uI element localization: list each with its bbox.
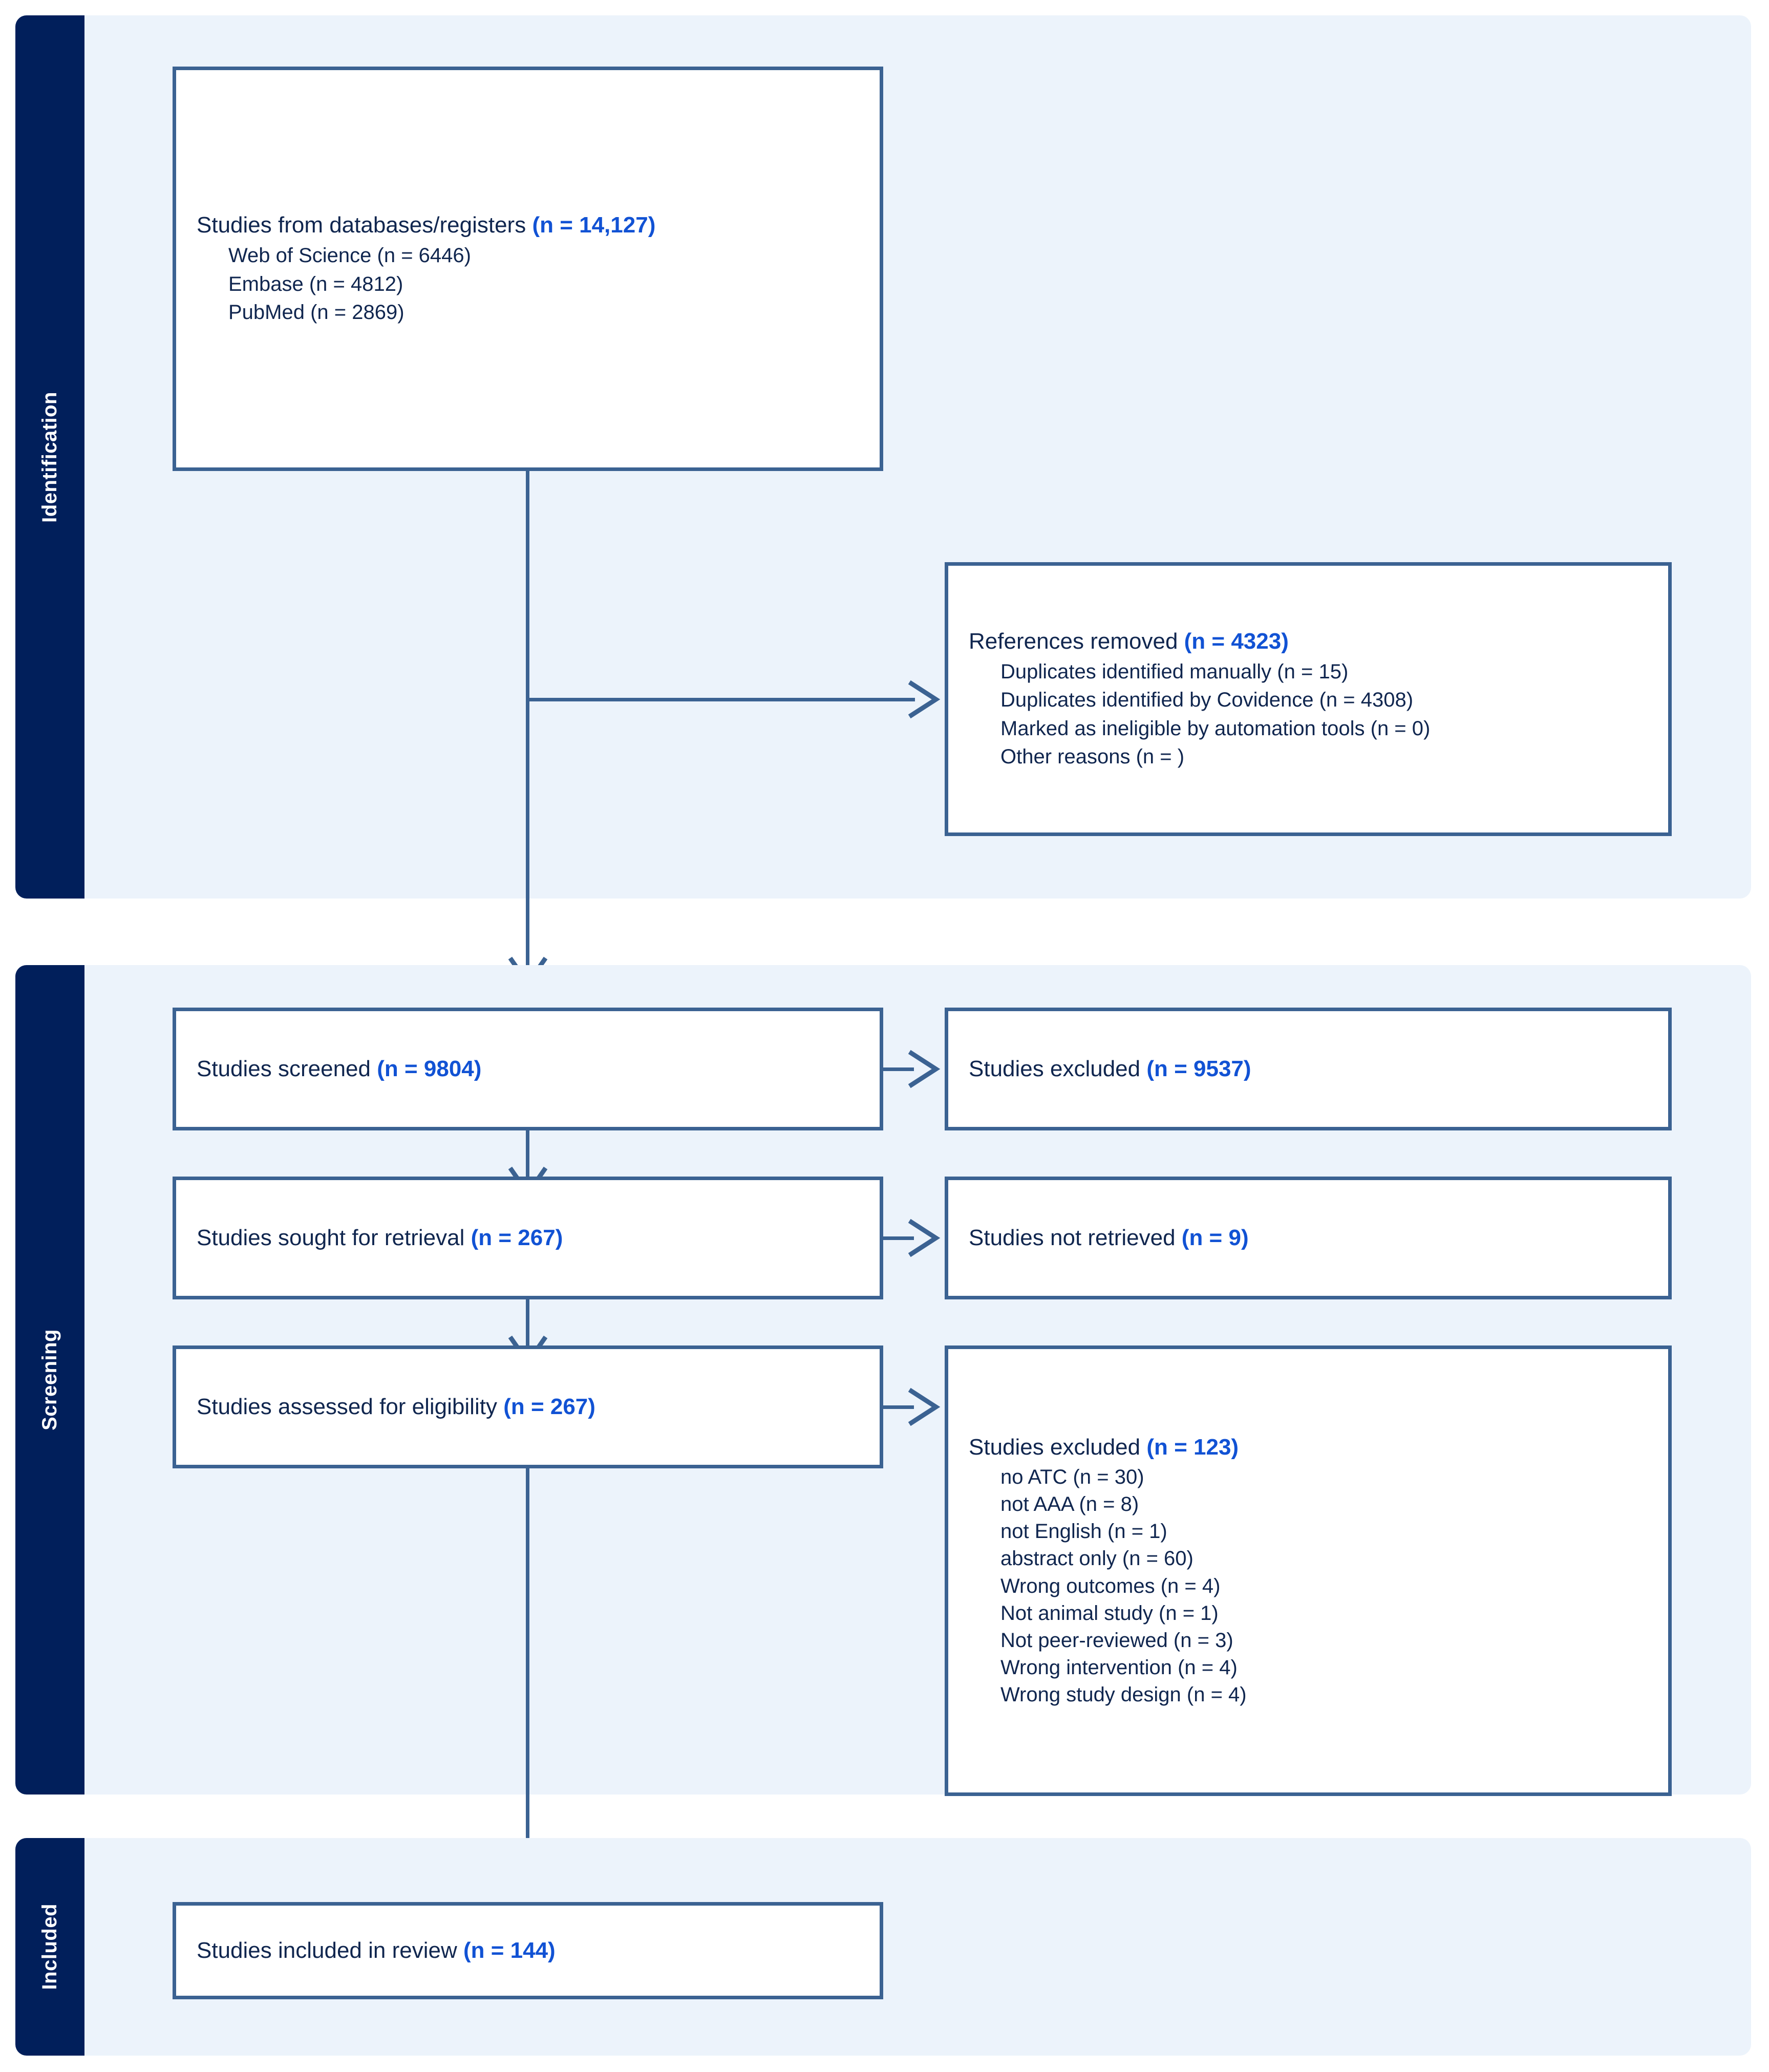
stage-label-included-text: Included — [38, 1904, 61, 1990]
box-references-removed: References removed (n = 4323) Duplicates… — [945, 562, 1672, 836]
list-item: PubMed (n = 2869) — [228, 301, 404, 324]
stage-label-screening: Screening — [15, 965, 84, 1795]
box-databases-heading: Studies from databases/registers (n = 14… — [197, 211, 859, 240]
connector-databases-to-screened — [526, 471, 529, 983]
box-sought-heading-count: (n = 267) — [471, 1225, 563, 1250]
connector-sought-to-assessed — [526, 1299, 529, 1356]
stage-label-screening-text: Screening — [38, 1329, 61, 1430]
list-item: Duplicates identified by Covidence (n = … — [1000, 689, 1414, 712]
box-studies-screened: Studies screened (n = 9804) — [173, 1008, 883, 1130]
box-included-heading: Studies included in review (n = 144) — [197, 1936, 859, 1965]
box-eligibility-excluded-heading-count: (n = 123) — [1146, 1434, 1239, 1460]
list-item: Duplicates identified manually (n = 15) — [1000, 660, 1349, 683]
box-references-removed-sublist: Duplicates identified manually (n = 15) … — [969, 658, 1648, 771]
box-references-removed-heading: References removed (n = 4323) — [969, 627, 1648, 656]
connector-assessed-to-included — [526, 1468, 529, 1873]
box-screened-excluded-heading-count: (n = 9537) — [1146, 1056, 1251, 1081]
box-screened-heading-count: (n = 9804) — [377, 1056, 482, 1081]
box-included-heading-text: Studies included in review — [197, 1937, 463, 1963]
box-studies-excluded-eligibility: Studies excluded (n = 123) no ATC (n = 3… — [945, 1345, 1672, 1796]
box-not-retrieved-heading-count: (n = 9) — [1181, 1225, 1249, 1250]
box-sought-heading: Studies sought for retrieval (n = 267) — [197, 1224, 859, 1252]
connector-screened-to-excluded — [883, 1067, 914, 1071]
box-studies-not-retrieved: Studies not retrieved (n = 9) — [945, 1177, 1672, 1299]
box-screened-excluded-heading: Studies excluded (n = 9537) — [969, 1055, 1648, 1083]
list-item: Not animal study (n = 1) — [1000, 1601, 1219, 1625]
box-assessed-heading: Studies assessed for eligibility (n = 26… — [197, 1393, 859, 1421]
box-databases-heading-text: Studies from databases/registers — [197, 212, 532, 238]
box-studies-assessed-for-eligibility: Studies assessed for eligibility (n = 26… — [173, 1345, 883, 1468]
arrowhead-right-icon — [906, 679, 947, 720]
list-item: not English (n = 1) — [1000, 1520, 1167, 1543]
list-item: Wrong intervention (n = 4) — [1000, 1656, 1238, 1679]
box-databases-heading-count: (n = 14,127) — [532, 212, 656, 238]
list-item: Marked as ineligible by automation tools… — [1000, 717, 1431, 740]
list-item: Other reasons (n = ) — [1000, 745, 1185, 768]
arrowhead-right-icon — [906, 1218, 947, 1259]
box-studies-excluded-screening: Studies excluded (n = 9537) — [945, 1008, 1672, 1130]
box-not-retrieved-heading: Studies not retrieved (n = 9) — [969, 1224, 1648, 1252]
box-databases-sublist: Web of Science (n = 6446) Embase (n = 48… — [197, 242, 859, 327]
stage-label-included: Included — [15, 1838, 84, 2056]
box-eligibility-excluded-heading-text: Studies excluded — [969, 1434, 1147, 1460]
arrowhead-right-icon — [906, 1387, 947, 1428]
arrowhead-right-icon — [906, 1049, 947, 1090]
connector-sought-to-not-retrieved — [883, 1236, 914, 1240]
list-item: Not peer-reviewed (n = 3) — [1000, 1629, 1233, 1652]
box-studies-from-databases: Studies from databases/registers (n = 14… — [173, 67, 883, 471]
connector-databases-to-references-removed — [526, 698, 915, 701]
list-item: not AAA (n = 8) — [1000, 1493, 1139, 1515]
box-screened-excluded-heading-text: Studies excluded — [969, 1056, 1147, 1081]
box-assessed-heading-text: Studies assessed for eligibility — [197, 1394, 504, 1419]
connector-screened-to-sought — [526, 1130, 529, 1187]
box-assessed-heading-count: (n = 267) — [503, 1394, 595, 1419]
box-sought-heading-text: Studies sought for retrieval — [197, 1225, 471, 1250]
list-item: Wrong outcomes (n = 4) — [1000, 1574, 1221, 1597]
stage-label-identification-text: Identification — [38, 391, 61, 523]
box-references-removed-heading-text: References removed — [969, 628, 1184, 654]
box-not-retrieved-heading-text: Studies not retrieved — [969, 1225, 1182, 1250]
box-studies-included-in-review: Studies included in review (n = 144) — [173, 1902, 883, 1999]
list-item: no ATC (n = 30) — [1000, 1465, 1144, 1488]
list-item: abstract only (n = 60) — [1000, 1547, 1193, 1570]
list-item: Wrong study design (n = 4) — [1000, 1683, 1247, 1706]
box-eligibility-excluded-sublist: no ATC (n = 30) not AAA (n = 8) not Engl… — [969, 1464, 1648, 1709]
connector-assessed-to-excluded — [883, 1405, 914, 1409]
box-references-removed-heading-count: (n = 4323) — [1184, 628, 1289, 654]
box-screened-heading: Studies screened (n = 9804) — [197, 1055, 859, 1083]
stage-label-identification: Identification — [15, 15, 84, 899]
list-item: Embase (n = 4812) — [228, 272, 403, 295]
list-item: Web of Science (n = 6446) — [228, 244, 471, 267]
box-studies-sought-for-retrieval: Studies sought for retrieval (n = 267) — [173, 1177, 883, 1299]
box-eligibility-excluded-heading: Studies excluded (n = 123) — [969, 1433, 1648, 1462]
box-included-heading-count: (n = 144) — [463, 1937, 556, 1963]
box-screened-heading-text: Studies screened — [197, 1056, 377, 1081]
